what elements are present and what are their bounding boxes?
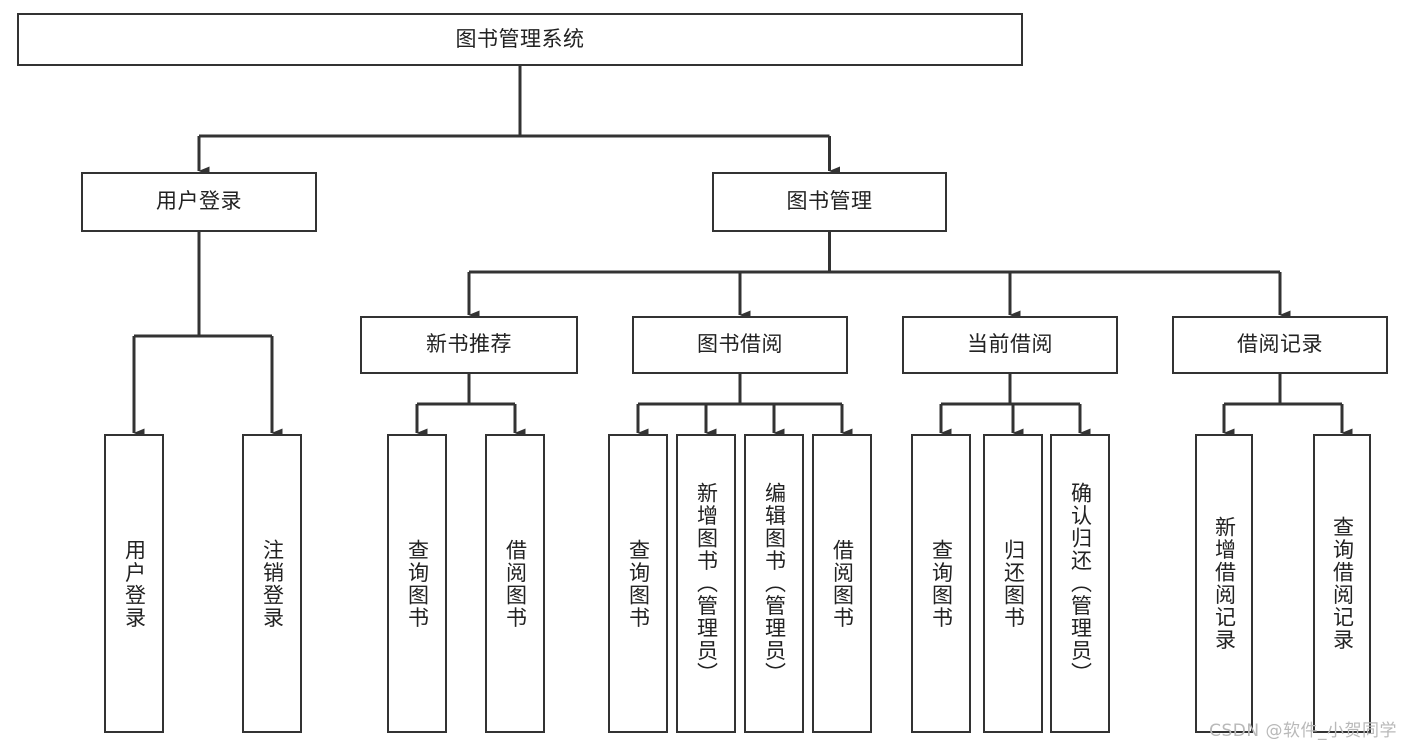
node-records[interactable]: 借阅记录 bbox=[1172, 316, 1388, 374]
node-leaf-nb-borrow[interactable]: 借阅图书 bbox=[485, 434, 545, 733]
node-current[interactable]: 当前借阅 bbox=[902, 316, 1118, 374]
node-label: 查询借阅记录 bbox=[1330, 516, 1355, 651]
node-label: 归还图书 bbox=[1001, 538, 1026, 629]
node-login[interactable]: 用户登录 bbox=[81, 172, 317, 232]
node-label: 确认归还（管理员） bbox=[1068, 482, 1093, 685]
node-label: 新增借阅记录 bbox=[1212, 516, 1237, 651]
node-newbook[interactable]: 新书推荐 bbox=[360, 316, 578, 374]
node-label: 图书管理 bbox=[786, 189, 873, 214]
node-label: 借阅记录 bbox=[1237, 332, 1323, 357]
node-leaf-cb-return[interactable]: 归还图书 bbox=[983, 434, 1043, 733]
node-leaf-bk-query[interactable]: 查询图书 bbox=[608, 434, 668, 733]
node-label: 图书借阅 bbox=[697, 332, 783, 357]
node-label: 新增图书（管理员） bbox=[694, 482, 719, 685]
node-leaf-bk-borrow[interactable]: 借阅图书 bbox=[812, 434, 872, 733]
node-label: 当前借阅 bbox=[967, 332, 1053, 357]
node-label: 图书管理系统 bbox=[455, 26, 585, 51]
node-leaf-rc-add[interactable]: 新增借阅记录 bbox=[1195, 434, 1253, 733]
node-label: 借阅图书 bbox=[503, 538, 528, 629]
node-label: 查询图书 bbox=[929, 538, 954, 629]
node-leaf-bk-add[interactable]: 新增图书（管理员） bbox=[676, 434, 736, 733]
node-leaf-cb-confirm[interactable]: 确认归还（管理员） bbox=[1050, 434, 1110, 733]
node-leaf-cb-query[interactable]: 查询图书 bbox=[911, 434, 971, 733]
node-label: 注销登录 bbox=[260, 538, 285, 629]
node-borrow[interactable]: 图书借阅 bbox=[632, 316, 848, 374]
node-label: 查询图书 bbox=[626, 538, 651, 629]
node-leaf-user-logout[interactable]: 注销登录 bbox=[242, 434, 302, 733]
node-leaf-bk-edit[interactable]: 编辑图书（管理员） bbox=[744, 434, 804, 733]
node-label: 用户登录 bbox=[156, 189, 242, 214]
watermark-text: CSDN @软件_小贺同学 bbox=[1209, 721, 1397, 741]
node-leaf-user-login[interactable]: 用户登录 bbox=[104, 434, 164, 733]
node-label: 借阅图书 bbox=[830, 538, 855, 629]
node-bookmgmt[interactable]: 图书管理 bbox=[712, 172, 947, 232]
node-root[interactable]: 图书管理系统 bbox=[17, 13, 1023, 66]
node-label: 新书推荐 bbox=[426, 332, 512, 357]
node-label: 用户登录 bbox=[122, 538, 147, 629]
node-label: 编辑图书（管理员） bbox=[762, 482, 787, 685]
node-label: 查询图书 bbox=[405, 538, 430, 629]
node-leaf-nb-query[interactable]: 查询图书 bbox=[387, 434, 447, 733]
node-leaf-rc-query[interactable]: 查询借阅记录 bbox=[1313, 434, 1371, 733]
